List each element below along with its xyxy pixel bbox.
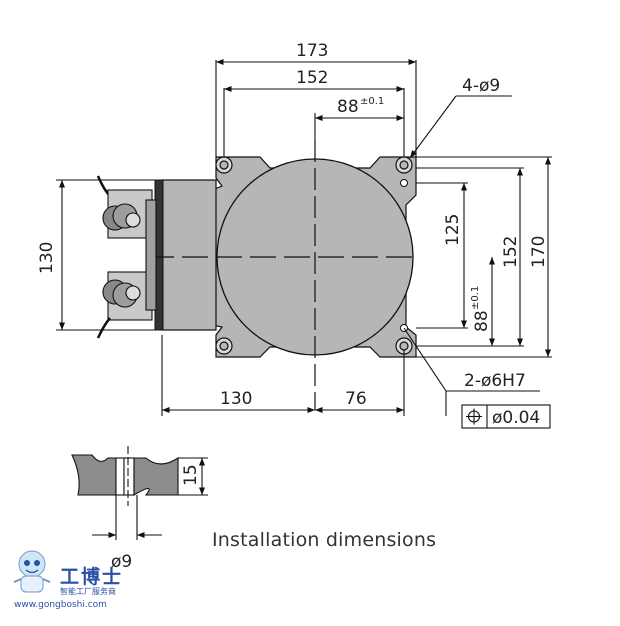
dim-15: 15 [181, 464, 201, 486]
right-dimension-lines [416, 156, 552, 358]
dim-130-bottom: 130 [220, 389, 252, 409]
hole-callout: 4-ø9 [462, 76, 500, 96]
gear-housing [161, 179, 217, 331]
dim-88-right: 88 [472, 310, 492, 332]
flange-body [148, 140, 420, 410]
tolerance-value: ø0.04 [492, 408, 540, 428]
bottom-dimension-lines [161, 335, 405, 416]
dim-76: 76 [345, 389, 367, 409]
hole-leader [409, 95, 457, 159]
watermark-logo [13, 550, 51, 593]
top-dimensions [215, 58, 417, 157]
dim-170: 170 [529, 236, 549, 268]
pin-callout: 2-ø6H7 [464, 371, 526, 391]
dim-88-top-tol: ±0.1 [360, 96, 384, 107]
dim-section-hole: ø9 [111, 552, 132, 572]
pin-hole-top [400, 179, 408, 187]
dim-125: 125 [443, 214, 463, 246]
robot-mascot-icon [13, 550, 51, 593]
drawing-caption: Installation dimensions [212, 529, 437, 551]
left-dimension-lines [56, 179, 162, 331]
watermark-url: www.gongboshi.com [14, 600, 107, 610]
tolerance-frame [461, 404, 551, 429]
mount-holes [215, 156, 413, 355]
dim-88-top: 88 [337, 97, 359, 117]
watermark-brand: 工博士 [60, 566, 124, 588]
dim-152-top: 152 [296, 68, 328, 88]
dim-173: 173 [296, 41, 328, 61]
connectors [96, 175, 157, 339]
dim-88-right-tol: ±0.1 [470, 286, 481, 310]
section-view [71, 446, 208, 540]
dim-130-left: 130 [37, 242, 57, 274]
watermark-tagline: 智能工厂服务商 [60, 587, 116, 596]
dim-152-right: 152 [501, 236, 521, 268]
pin-leader [403, 327, 540, 416]
